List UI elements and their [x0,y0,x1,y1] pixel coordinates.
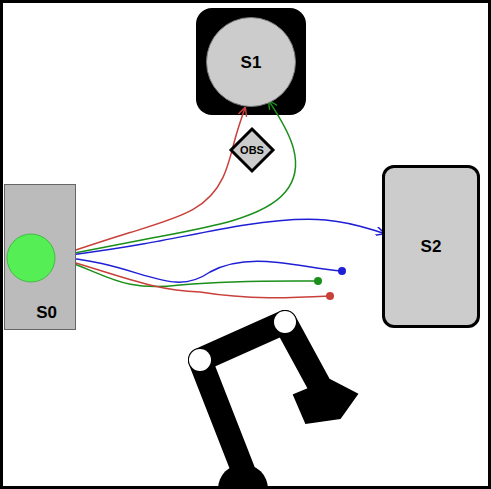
station-base [196,8,306,115]
trajectory-end-dot [326,292,334,300]
station-circle: S1 [206,17,296,107]
robot-link [200,322,285,360]
trajectory-arrow [55,108,245,257]
trajectory-line [55,257,330,298]
station-box: S2 [382,165,480,328]
trajectory-arrow [55,219,384,257]
robot-joint [189,349,211,371]
start-station-box: S0 [4,184,76,330]
robot-position-dot [7,234,55,282]
station-label: S2 [421,238,442,255]
trajectory-end-dot [338,267,346,275]
unfinished-trajectories [55,257,346,300]
diamond-shape [231,129,273,171]
trajectory-arrow [55,101,296,257]
robot-link [200,360,243,470]
station-label: OBS [240,145,264,156]
trajectory-end-dot [314,277,322,285]
robot-gripper [294,380,357,423]
robot-arm [189,311,357,489]
obstacle-diamond: OBS [229,127,275,173]
station-label: S0 [36,304,57,321]
trajectory-line [55,257,318,287]
station-label: S1 [241,54,262,71]
robot-link [285,322,322,390]
robot-joint [274,311,296,333]
